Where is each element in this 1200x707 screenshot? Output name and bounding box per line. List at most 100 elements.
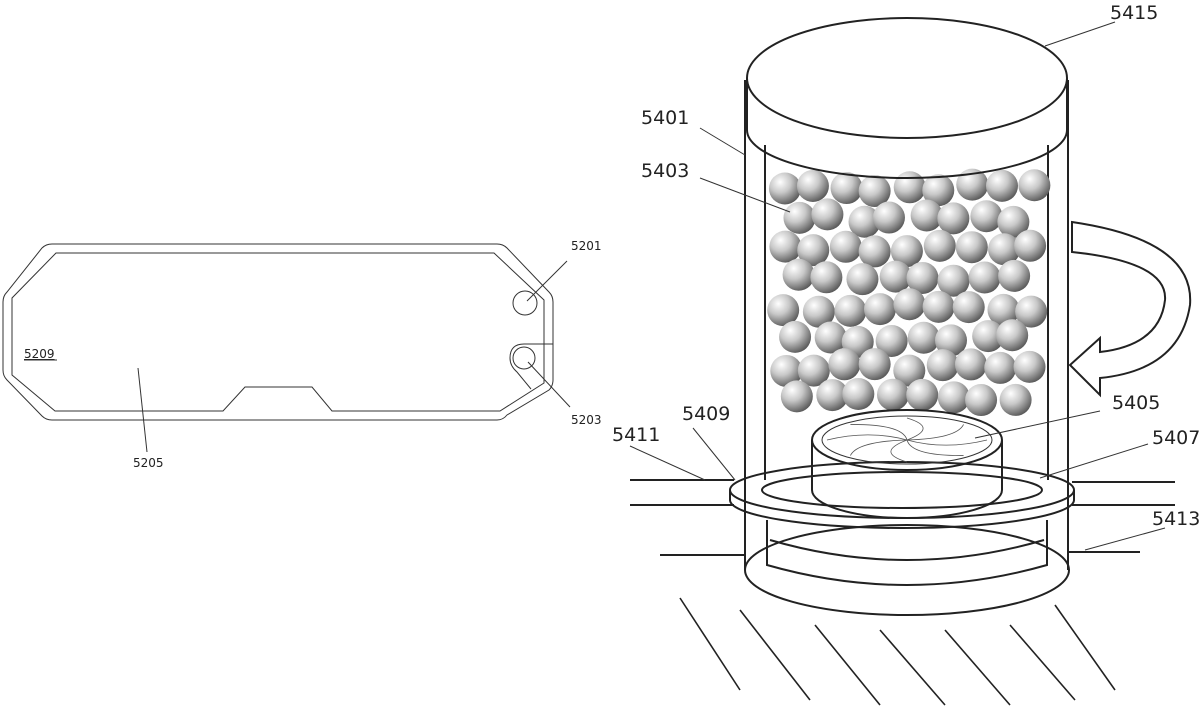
spheres-5403 xyxy=(767,168,1051,417)
label-5411: 5411 xyxy=(612,424,660,446)
fan-blades xyxy=(826,417,988,463)
fan-blade xyxy=(906,439,964,456)
sphere xyxy=(780,380,813,413)
sphere xyxy=(937,381,970,414)
sphere xyxy=(1015,295,1048,328)
device-outer-outline xyxy=(2,243,554,421)
sphere xyxy=(893,171,926,204)
sphere xyxy=(998,259,1031,292)
sphere xyxy=(767,294,800,327)
sphere xyxy=(935,324,968,357)
sphere xyxy=(985,169,1018,202)
hatch-line xyxy=(944,629,1011,706)
fan-blade xyxy=(906,417,924,441)
hatch-line xyxy=(1009,624,1076,701)
sphere xyxy=(858,175,891,208)
sphere xyxy=(816,379,849,412)
fan-blade xyxy=(906,439,988,446)
sphere xyxy=(955,231,988,264)
hatch-line xyxy=(739,609,811,701)
sphere xyxy=(997,205,1030,238)
sphere xyxy=(830,172,863,205)
fan-5405 xyxy=(811,409,1003,471)
sphere xyxy=(802,295,835,328)
label-5415: 5415 xyxy=(1110,2,1158,24)
sphere xyxy=(769,230,802,263)
fan-blade xyxy=(906,424,964,441)
rotating-cylinder-figure: 5415 5401 5403 5405 5407 5409 5411 5413 xyxy=(612,2,1200,706)
sphere xyxy=(1018,169,1051,202)
sphere xyxy=(879,260,912,293)
sphere xyxy=(893,288,926,321)
sphere xyxy=(876,378,909,411)
sphere xyxy=(937,264,970,297)
sphere xyxy=(783,201,816,234)
sphere xyxy=(923,229,956,262)
port-5203-housing xyxy=(509,343,553,390)
ring-5409 xyxy=(729,461,1075,529)
fan-blade xyxy=(850,439,908,456)
label-5413: 5413 xyxy=(1152,508,1200,530)
sphere xyxy=(926,349,959,382)
sphere xyxy=(829,230,862,263)
sphere xyxy=(987,293,1020,326)
hatch-line xyxy=(814,624,881,706)
sphere xyxy=(954,348,987,381)
sphere xyxy=(906,261,939,294)
sphere xyxy=(922,174,955,207)
sphere xyxy=(797,234,830,267)
sphere xyxy=(875,324,908,357)
sphere xyxy=(779,320,812,353)
label-5407: 5407 xyxy=(1152,427,1200,449)
sphere xyxy=(811,198,844,231)
sphere xyxy=(937,202,970,235)
sphere xyxy=(858,235,891,268)
sphere xyxy=(842,378,875,411)
label-5201: 5201 xyxy=(571,239,602,253)
sphere xyxy=(848,205,881,238)
sphere xyxy=(907,321,940,354)
hatch-line xyxy=(679,597,741,691)
sphere xyxy=(965,384,998,417)
sphere xyxy=(858,348,891,381)
fan-blade xyxy=(890,439,908,463)
sphere xyxy=(956,168,989,201)
sphere xyxy=(1013,350,1046,383)
port-5203 xyxy=(512,346,536,370)
cap-5415 xyxy=(746,78,1068,179)
base-ellipse xyxy=(744,524,1070,616)
fan-housing xyxy=(811,440,1003,519)
sphere xyxy=(1014,229,1047,262)
label-5409: 5409 xyxy=(682,403,730,425)
sphere xyxy=(834,294,867,327)
sphere xyxy=(890,235,923,268)
sphere xyxy=(768,172,801,205)
sphere xyxy=(996,319,1029,352)
device-inner-outline xyxy=(11,252,545,412)
sphere xyxy=(782,258,815,291)
sphere xyxy=(999,383,1032,416)
ground-hatching xyxy=(679,597,1116,706)
fan-blade xyxy=(826,434,908,441)
sphere xyxy=(952,291,985,324)
sphere xyxy=(968,261,1001,294)
sphere xyxy=(893,354,926,387)
label-5405: 5405 xyxy=(1112,392,1160,414)
rotation-arrow-icon xyxy=(1068,220,1192,398)
label-5203: 5203 xyxy=(571,413,602,427)
sphere xyxy=(810,261,843,294)
sphere xyxy=(972,320,1005,353)
sphere xyxy=(797,354,830,387)
sphere xyxy=(770,354,803,387)
sphere xyxy=(814,321,847,354)
sphere xyxy=(796,169,829,202)
label-5205: 5205 xyxy=(133,456,164,470)
label-5209: 5209 xyxy=(24,347,55,361)
sphere xyxy=(988,233,1021,266)
sphere xyxy=(970,200,1003,233)
sphere xyxy=(872,201,905,234)
sphere xyxy=(922,290,955,323)
fan-blade xyxy=(850,424,908,441)
sphere xyxy=(828,348,861,381)
